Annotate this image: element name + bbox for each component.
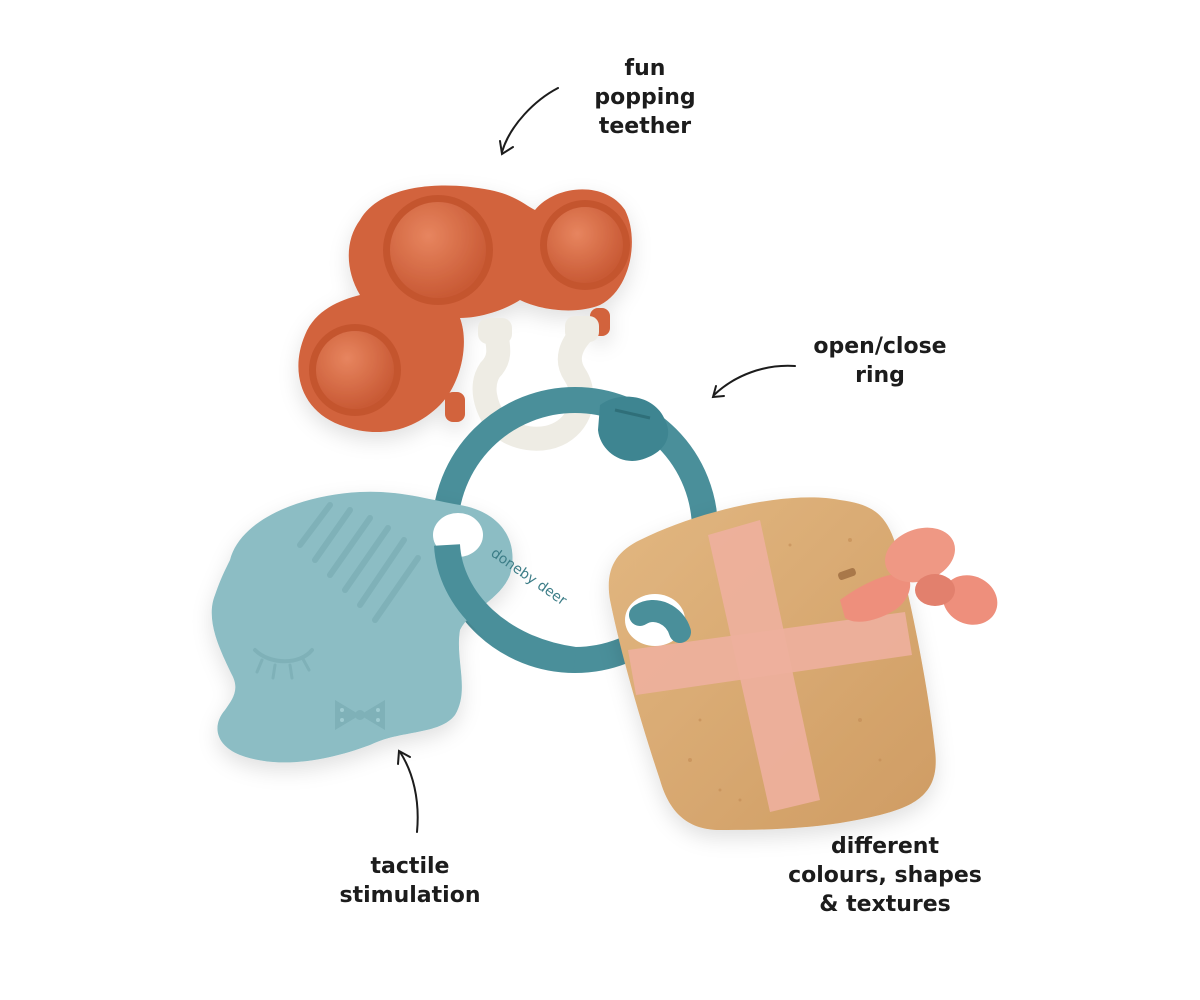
callout-line: fun: [624, 56, 666, 81]
fabric-tassel: [840, 527, 998, 625]
elephant-teether: [211, 491, 513, 763]
callout-line: open/close: [813, 334, 947, 359]
callout-line: & textures: [819, 892, 951, 917]
callout-line: tactile: [370, 854, 450, 879]
callout-line: stimulation: [339, 883, 481, 908]
callout-line: different: [831, 834, 939, 859]
popping-teether: [298, 185, 632, 433]
callout-line: ring: [855, 363, 905, 388]
callout-line: popping: [594, 85, 696, 110]
curved-arrow-icon: [499, 87, 559, 156]
curved-arrow-icon: [711, 364, 796, 399]
callout-line: colours, shapes: [788, 863, 982, 888]
callout-open-close-ring: open/close ring: [770, 332, 990, 390]
curved-arrow-icon: [397, 749, 419, 833]
wooden-block: [608, 497, 936, 830]
callout-line: teether: [598, 114, 692, 139]
connector-link: [472, 316, 599, 451]
callout-popping-teether: fun popping teether: [540, 54, 750, 141]
callout-different-textures: different colours, shapes & textures: [760, 832, 1010, 919]
callout-tactile-stimulation: tactile stimulation: [300, 852, 520, 910]
